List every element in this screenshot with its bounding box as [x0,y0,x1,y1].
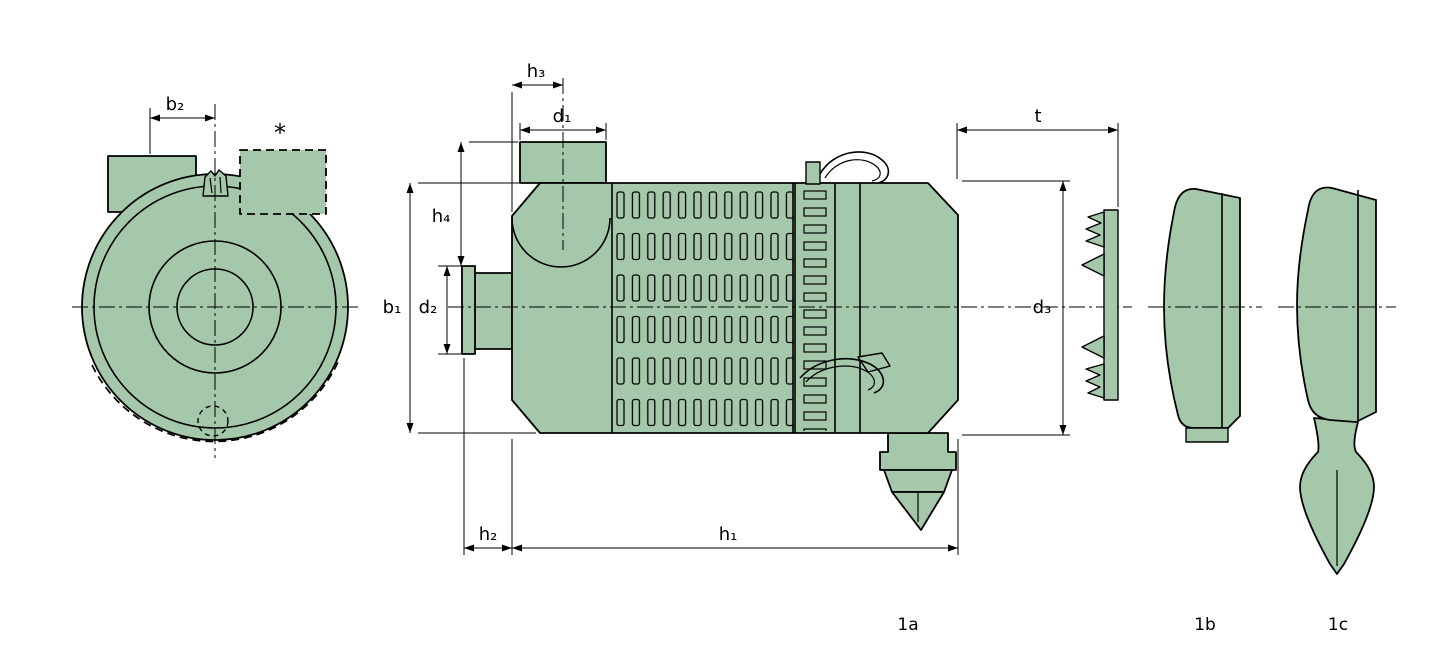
dimensions: b₂ * h₃ d₁ h₄ d₂ [149,61,1119,555]
label-d3: d₃ [1033,297,1052,318]
dim-h2: h₂ [463,358,513,555]
top-clamp-wire-outer [819,151,890,184]
dim-h4: h₄ [432,141,518,267]
part-1c [1278,186,1396,575]
part-1b-foot [1185,427,1229,443]
label-h3: h₃ [527,61,546,82]
part-labels: 1a 1b 1c [897,615,1348,635]
label-h2: h₂ [479,524,498,545]
label-d2: d₂ [419,297,438,318]
bracket-teeth-bottom [1085,363,1105,399]
mounting-bracket [1081,209,1119,401]
bracket-chevron-lower [1081,335,1105,359]
side-view [448,78,1132,531]
dim-d2: d₂ [419,266,468,355]
band-ladder [797,186,833,431]
part-1b [1148,188,1262,443]
label-1c: 1c [1328,615,1348,635]
label-b2: b₂ [166,94,185,115]
part-1b-body [1163,188,1241,429]
label-h4: h₄ [432,206,451,227]
label-d1: d₁ [553,106,572,127]
label-1b: 1b [1194,615,1216,635]
latch-detail-line [219,176,222,194]
dim-d3: d₃ [962,180,1070,436]
inlet-curve [511,217,611,268]
clamp-latch [202,169,229,197]
bracket-chevron-upper [1081,253,1105,277]
dust-valve-collar [879,432,957,471]
bracket-strip [1103,209,1119,401]
front-view [72,104,358,458]
top-clamp-wire-inner [824,159,881,182]
lower-clamp-wire-outer [799,358,885,394]
label-h1: h₁ [719,524,738,545]
label-b1: b₁ [383,297,402,318]
lower-clamp-lever [857,352,891,373]
label-1a: 1a [897,615,918,635]
alternate-tab-dashed [239,149,327,215]
drain-hole-dashed [197,405,229,437]
label-t: t [1034,106,1041,127]
dust-valve-body [883,469,953,493]
label-star: * [274,119,286,147]
bracket-teeth-top [1085,211,1105,248]
dim-b2: b₂ [149,94,215,154]
dim-h1: h₁ [512,439,959,555]
dim-b1: b₁ [383,182,536,434]
outlet-flange [461,265,476,355]
lower-clamp-wire-inner [805,365,875,391]
latch-detail-line [209,177,213,194]
grille-slot-field [613,184,793,433]
dim-t: t [956,106,1119,207]
top-clamp-pin [805,161,821,185]
dim-h3: h₃ [511,61,563,212]
alternate-bowl-dashed-arc [91,361,339,443]
dim-d1: d₁ [519,106,607,140]
part-1c-body [1296,186,1377,423]
outlet-tube [474,272,513,350]
